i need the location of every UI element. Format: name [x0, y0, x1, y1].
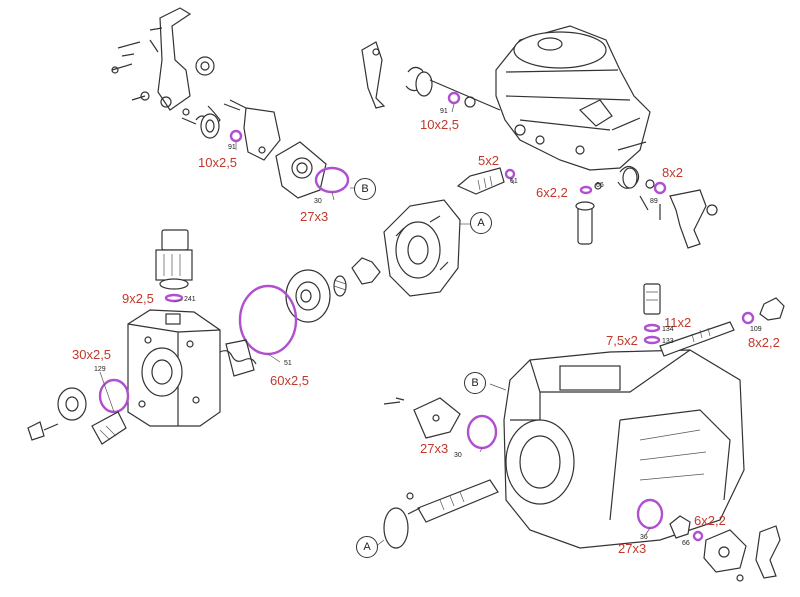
callout-marker: B — [354, 178, 376, 200]
callout-marker: A — [356, 536, 378, 558]
seal-label: 8x2 — [662, 165, 683, 180]
seal-ring — [579, 185, 593, 195]
seal-ring — [741, 311, 755, 325]
part-number: 61 — [510, 178, 518, 185]
seal-label: 30x2,5 — [72, 347, 112, 362]
part-number: 66 — [682, 540, 690, 547]
leader-lines — [99, 103, 651, 549]
seal-label: 10x2,5 — [420, 117, 460, 132]
part-number: 109 — [750, 326, 762, 333]
seal-label: 6x2,2 — [694, 513, 726, 528]
seal-label: 5x2 — [478, 153, 499, 168]
seal-ring — [504, 168, 516, 180]
seal-ring — [466, 414, 498, 450]
lever-assembly-topleft — [111, 7, 350, 199]
pump-body-bottomright — [383, 283, 785, 582]
pump-head-left — [27, 229, 257, 445]
seal-label: 10x2,5 — [198, 155, 238, 170]
part-number: 30 — [314, 198, 322, 205]
seal-ring — [692, 530, 704, 542]
callout-marker: A — [470, 212, 492, 234]
seal-label: 27x3 — [300, 209, 329, 224]
part-number: 91 — [440, 108, 448, 115]
seal-label: 60x2,5 — [270, 373, 310, 388]
housing-topright — [361, 25, 718, 249]
part-number: 241 — [184, 296, 196, 303]
seal-ring — [164, 293, 184, 303]
seal-label: 7,5x2 — [606, 333, 638, 348]
seal-ring — [238, 284, 298, 356]
seal-label: 27x3 — [420, 441, 449, 456]
callout-marker: B — [464, 372, 486, 394]
part-number: 129 — [94, 366, 106, 373]
part-number: 91 — [228, 144, 236, 151]
seal-ring — [643, 335, 661, 345]
seal-ring — [643, 323, 661, 333]
seal-ring — [653, 181, 667, 195]
part-number: 133 — [662, 338, 674, 345]
part-number: 30 — [454, 452, 462, 459]
part-number: 89 — [650, 198, 658, 205]
seal-ring — [447, 91, 461, 105]
part-number: 51 — [284, 360, 292, 367]
seal-ring — [229, 129, 243, 143]
seal-label: 8x2,2 — [748, 335, 780, 350]
seal-label: 11x2 — [664, 315, 692, 330]
part-number: 66 — [596, 182, 604, 189]
seal-label: 27x3 — [618, 541, 647, 556]
part-number: 36 — [640, 534, 648, 541]
part-number: 134 — [662, 326, 674, 333]
coupling-middle — [238, 199, 461, 356]
seal-label: 6x2,2 — [536, 185, 568, 200]
seal-label: 9x2,5 — [122, 291, 154, 306]
